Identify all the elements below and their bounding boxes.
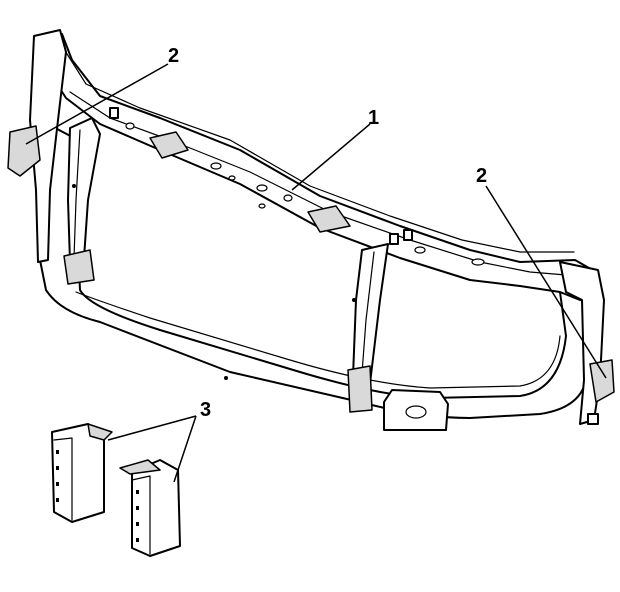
leader-line-2-left xyxy=(25,63,169,145)
crossbar-hole xyxy=(471,258,485,266)
radiator-support-assembly xyxy=(7,29,615,431)
crossbar-hole xyxy=(256,184,268,192)
callout-2-left: 2 xyxy=(168,45,179,67)
crossbar-bolt xyxy=(109,107,119,119)
loop-dot xyxy=(224,376,228,380)
crossbar-rear-edge xyxy=(61,45,575,253)
crossbar-bracket-left xyxy=(149,131,189,159)
leader-line-3-a xyxy=(107,415,197,441)
upright-dot xyxy=(72,184,76,188)
left-upright-foot xyxy=(63,249,95,285)
upright-dot xyxy=(352,298,356,302)
left-inner-upright xyxy=(67,117,101,263)
crossbar-bolt xyxy=(389,233,399,245)
leader-line-1 xyxy=(291,123,371,191)
right-side-bracket xyxy=(589,359,615,403)
callout-1: 1 xyxy=(368,107,379,129)
crossbar-hole xyxy=(414,246,426,254)
lower-mount-hole xyxy=(405,405,427,419)
crossbar-bracket-center xyxy=(307,205,351,233)
crossbar-hole xyxy=(228,175,236,181)
left-inner-upright-edge xyxy=(73,129,81,259)
crossbar-hole xyxy=(258,203,266,209)
leader-line-2-right xyxy=(485,185,607,379)
leader-line-3-b xyxy=(173,415,197,483)
crossbar-hole xyxy=(125,122,135,130)
callout-2-right: 2 xyxy=(476,165,487,187)
crossbar-bolt xyxy=(403,229,413,241)
filler-panel-left xyxy=(51,423,113,523)
right-upright-foot xyxy=(347,365,373,413)
callout-3: 3 xyxy=(200,399,211,421)
left-side-bracket xyxy=(7,125,41,177)
filler-panel-right xyxy=(119,459,181,557)
right-post-bolt xyxy=(587,413,599,425)
crossbar-hole xyxy=(283,194,293,202)
crossbar-hole xyxy=(210,162,222,170)
